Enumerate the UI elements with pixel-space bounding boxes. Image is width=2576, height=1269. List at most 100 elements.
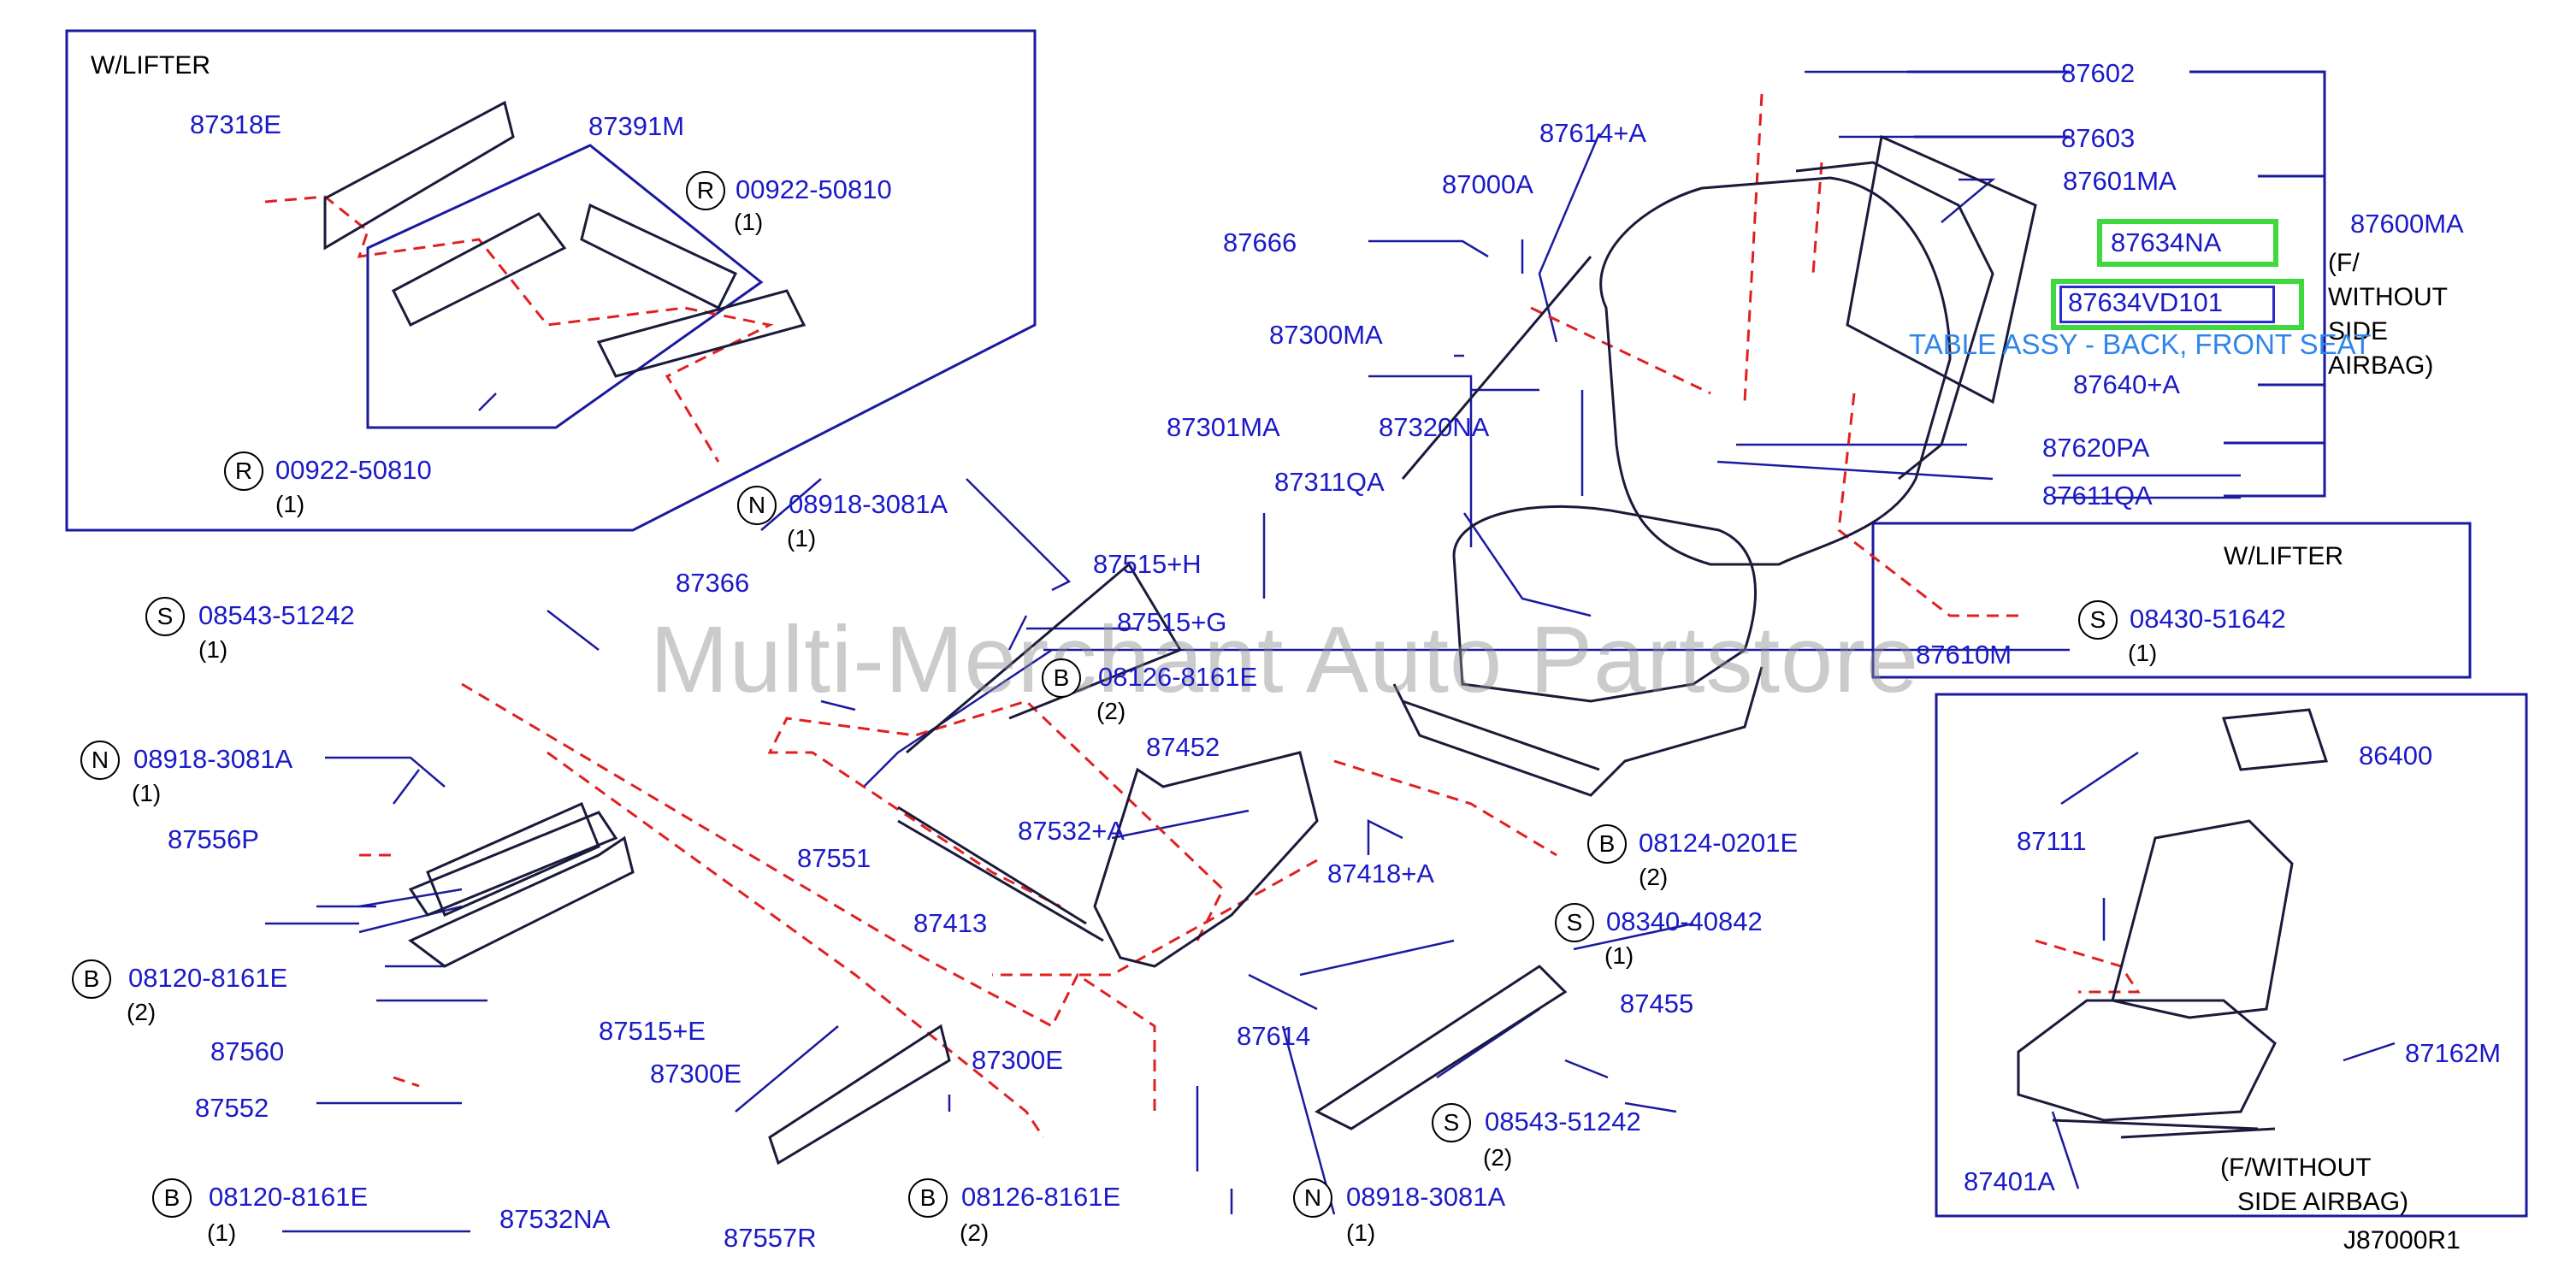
part-87401A[interactable]: 87401A [1964, 1166, 2055, 1196]
part-87301MA[interactable]: 87301MA [1167, 412, 1280, 442]
part-08126-8161E-a[interactable]: 08126-8161E [1098, 662, 1258, 692]
part-87311QA[interactable]: 87311QA [1274, 467, 1385, 497]
part-08124-0201E[interactable]: 08124-0201E [1639, 828, 1799, 858]
part-tooltip: TABLE ASSY - BACK, FRONT SEAT [1909, 328, 2372, 360]
part-08340-40842[interactable]: 08340-40842 [1606, 906, 1763, 936]
qty-00922-50810-a: (1) [734, 209, 764, 235]
part-87560[interactable]: 87560 [210, 1036, 285, 1066]
part-87300E-a[interactable]: 87300E [650, 1059, 741, 1089]
qty-08340-40842: (1) [1604, 942, 1634, 969]
part-08918-3081A-c[interactable]: 08918-3081A [1346, 1182, 1506, 1212]
wlifter-box-top-left [65, 29, 1037, 532]
marker-n-3: N [1293, 1178, 1332, 1218]
part-87300E-b[interactable]: 87300E [972, 1045, 1063, 1075]
rail-87552-drawing [426, 801, 600, 918]
part-08543-51242-b[interactable]: 08543-51242 [1485, 1107, 1641, 1136]
part-87515H[interactable]: 87515+H [1093, 549, 1202, 579]
part-87640A[interactable]: 87640+A [2073, 369, 2180, 399]
part-08430-51642[interactable]: 08430-51642 [2130, 604, 2286, 634]
qty-08120-8161E-a: (2) [127, 999, 157, 1025]
part-87366[interactable]: 87366 [676, 568, 750, 598]
part-87455[interactable]: 87455 [1620, 989, 1694, 1018]
part-87532NA[interactable]: 87532NA [499, 1204, 611, 1234]
marker-b-4: B [152, 1178, 192, 1218]
qty-00922-50810-b: (1) [275, 491, 305, 517]
marker-s-2: S [2078, 600, 2118, 640]
fwithout-line-3: SIDE [2328, 317, 2389, 345]
diagram-code: J87000R1 [2343, 1226, 2461, 1254]
part-87300MA[interactable]: 87300MA [1269, 320, 1383, 350]
fwithout-inset-line-1: (F/WITHOUT [2220, 1154, 2372, 1182]
part-87162M[interactable]: 87162M [2405, 1038, 2502, 1068]
cover-87455-drawing [1314, 965, 1568, 1130]
part-87602[interactable]: 87602 [2061, 58, 2136, 88]
marker-r-2: R [224, 452, 263, 491]
part-08918-3081A-b[interactable]: 08918-3081A [133, 744, 293, 774]
part-87556P[interactable]: 87556P [168, 824, 259, 854]
part-87515E[interactable]: 87515+E [599, 1016, 706, 1046]
marker-b-5: B [908, 1178, 948, 1218]
qty-08124-0201E: (2) [1639, 864, 1669, 890]
fwithout-line-4: AIRBAG) [2328, 351, 2434, 380]
part-87614[interactable]: 87614 [1237, 1021, 1311, 1051]
part-87391M[interactable]: 87391M [588, 111, 685, 141]
wlifter-box-right [1871, 522, 2472, 679]
part-87111[interactable]: 87111 [2017, 826, 2087, 856]
part-87552[interactable]: 87552 [195, 1093, 269, 1123]
part-87000A[interactable]: 87000A [1442, 169, 1533, 199]
part-08126-8161E-b[interactable]: 08126-8161E [961, 1182, 1121, 1212]
part-00922-50810-a[interactable]: 00922-50810 [736, 174, 892, 204]
part-87666[interactable]: 87666 [1223, 227, 1297, 257]
part-87634VD101[interactable]: 87634VD101 [2068, 287, 2223, 317]
marker-b-2: B [1587, 824, 1627, 864]
qty-08126-8161E-b: (2) [960, 1219, 990, 1246]
part-87532A[interactable]: 87532+A [1018, 816, 1125, 846]
part-86400[interactable]: 86400 [2359, 741, 2433, 770]
qty-08430-51642: (1) [2128, 640, 2158, 666]
part-08918-3081A-a[interactable]: 08918-3081A [789, 489, 948, 519]
part-87603[interactable]: 87603 [2061, 123, 2136, 153]
part-87610M[interactable]: 87610M [1916, 640, 2012, 670]
bracket-87557R-drawing [768, 1024, 951, 1166]
part-87320NA[interactable]: 87320NA [1379, 412, 1490, 442]
part-87634NA[interactable]: 87634NA [2111, 227, 2222, 257]
inset-box [1935, 693, 2528, 1218]
part-00922-50810-b[interactable]: 00922-50810 [275, 455, 432, 485]
qty-08126-8161E-a: (2) [1096, 698, 1126, 724]
fwithout-line-1: (F/ [2328, 249, 2360, 277]
lifter-frame-drawing [323, 100, 567, 328]
marker-s-4: S [1432, 1103, 1471, 1142]
table-assy-drawing [1846, 134, 2037, 404]
part-87600MA[interactable]: 87600MA [2350, 209, 2464, 239]
part-87318E[interactable]: 87318E [190, 109, 281, 139]
qty-08918-3081A-a: (1) [787, 525, 817, 552]
fwithout-note-inset: (F/WITHOUT SIDE AIRBAG) [2220, 1151, 2408, 1219]
qty-08918-3081A-c: (1) [1346, 1219, 1376, 1246]
fwithout-inset-line-2: SIDE AIRBAG) [2237, 1188, 2409, 1216]
part-87452[interactable]: 87452 [1146, 732, 1220, 762]
qty-08543-51242-a: (1) [198, 636, 228, 663]
fwithout-line-2: WITHOUT [2328, 283, 2448, 311]
part-08120-8161E-b[interactable]: 08120-8161E [209, 1182, 369, 1212]
wlifter-caption-top: W/LIFTER [91, 51, 210, 80]
fwithout-note-top: (F/ WITHOUT SIDE AIRBAG) [2328, 246, 2448, 383]
part-87620PA[interactable]: 87620PA [2042, 433, 2150, 463]
part-87515G[interactable]: 87515+G [1117, 607, 1227, 637]
seat-cushion-drawing [1452, 505, 1757, 703]
part-87611QA[interactable]: 87611QA [2042, 481, 2153, 511]
part-08120-8161E-a[interactable]: 08120-8161E [128, 963, 288, 993]
qty-08543-51242-b: (2) [1483, 1144, 1513, 1171]
part-08543-51242-a[interactable]: 08543-51242 [198, 600, 355, 630]
part-87413[interactable]: 87413 [913, 908, 988, 938]
part-87418A[interactable]: 87418+A [1327, 859, 1434, 888]
marker-b-3: B [72, 959, 111, 999]
part-87557R[interactable]: 87557R [724, 1223, 817, 1253]
inset-seat-drawing [2017, 708, 2329, 1139]
wlifter-caption-right: W/LIFTER [2224, 542, 2343, 570]
part-87601MA[interactable]: 87601MA [2063, 166, 2177, 196]
marker-n-1: N [737, 486, 777, 525]
hover-box-87634VD101 [2059, 286, 2275, 323]
part-87551[interactable]: 87551 [797, 843, 871, 873]
part-87614A[interactable]: 87614+A [1539, 118, 1646, 148]
